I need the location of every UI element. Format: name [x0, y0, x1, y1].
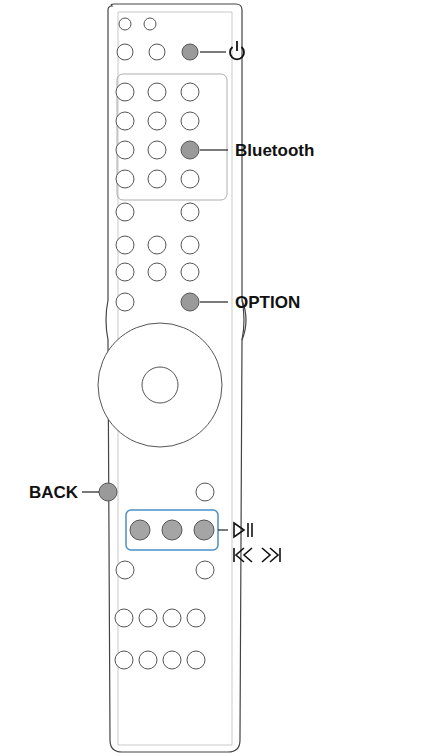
remote-button: [148, 170, 166, 188]
remote-button: [182, 44, 198, 60]
remote-button: [130, 520, 150, 540]
remote-button: [196, 561, 214, 579]
skip-icons: [234, 548, 280, 562]
remote-button: [181, 141, 199, 159]
remote-button: [181, 112, 199, 130]
remote-button: [187, 609, 205, 627]
remote-button: [116, 203, 134, 221]
leader-line: [82, 491, 99, 492]
remote-button: [181, 236, 199, 254]
remote-button: [139, 609, 157, 627]
remote-button: [99, 483, 117, 501]
remote-button: [181, 83, 199, 101]
callout-label: OPTION: [235, 294, 300, 311]
play-pause-icon: [234, 523, 252, 537]
remote-button: [196, 483, 214, 501]
remote-button: [149, 44, 165, 60]
remote-button: [116, 141, 134, 159]
callout-label: Bluetooth: [235, 142, 314, 159]
remote-button: [116, 293, 134, 311]
remote-button: [181, 203, 199, 221]
remote-button: [116, 236, 134, 254]
cursor-ring: [98, 323, 222, 447]
remote-button: [116, 112, 134, 130]
power-icon: [230, 41, 244, 59]
remote-button: [116, 83, 134, 101]
skip-group-frame: [126, 510, 218, 550]
remote-button: [181, 170, 199, 188]
remote-button: [119, 18, 131, 30]
remote-button: [116, 263, 134, 281]
remote-button: [116, 170, 134, 188]
leader-line: [200, 51, 226, 52]
input-panel: [117, 74, 227, 200]
callout-label: BACK: [29, 484, 78, 501]
enter-button: [142, 367, 178, 403]
remote-button: [194, 520, 214, 540]
leader-line: [200, 149, 228, 150]
remote-button: [139, 651, 157, 669]
remote-button: [181, 263, 199, 281]
remote-button: [115, 651, 133, 669]
leader-line: [218, 529, 228, 530]
remote-button: [144, 18, 156, 30]
remote-button: [115, 609, 133, 627]
remote-button: [116, 561, 134, 579]
leader-line: [200, 301, 228, 302]
remote-button: [148, 263, 166, 281]
remote-button: [181, 293, 199, 311]
remote-button: [148, 236, 166, 254]
remote-button: [148, 112, 166, 130]
remote-button: [163, 651, 181, 669]
remote-button: [148, 141, 166, 159]
remote-button: [162, 520, 182, 540]
remote-button: [148, 83, 166, 101]
remote-button: [117, 44, 133, 60]
remote-button: [187, 651, 205, 669]
remote-button: [163, 609, 181, 627]
